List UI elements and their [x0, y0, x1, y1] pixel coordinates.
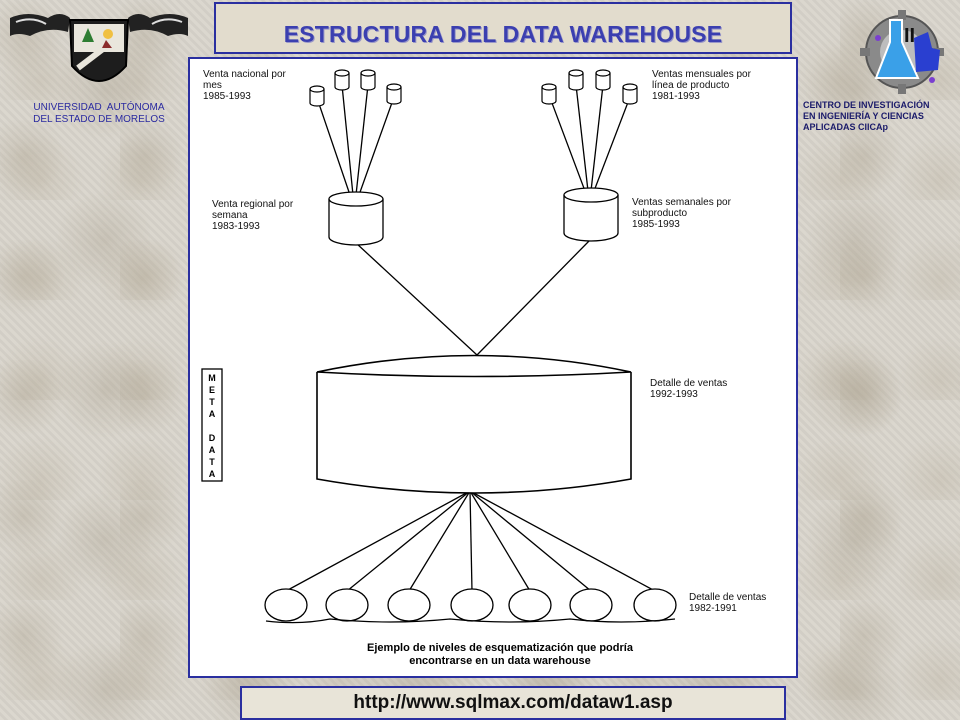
metadata-label: M E T A D A T A — [208, 373, 216, 479]
source-url-box: http://www.sqlmax.com/dataw1.asp — [240, 686, 786, 720]
bottom-circle-group — [264, 588, 677, 622]
label-ventas-mensuales: Ventas mensuales por línea de producto 1… — [652, 69, 752, 102]
label-line: semana — [212, 210, 248, 221]
diagram-caption: Ejemplo de niveles de esquematización qu… — [367, 642, 634, 667]
source-url[interactable]: http://www.sqlmax.com/dataw1.asp — [353, 692, 673, 713]
detail-cylinder — [316, 354, 632, 494]
semanal-cylinder — [563, 187, 619, 242]
small-cylinder-group-left — [309, 69, 402, 107]
uaem-caption-line-1: UNIVERSIDAD AUTÓNOMA — [33, 102, 165, 113]
page-title: ESTRUCTURA DEL DATA WAREHOUSE — [283, 21, 723, 47]
ciicap-caption-line-3: APLICADAS CIICAp — [803, 122, 888, 132]
label-detalle-1992: Detalle de ventas 1992-1993 — [650, 378, 727, 400]
label-venta-nacional: Venta nacional por mes 1985-1993 — [203, 69, 287, 102]
regional-cylinder — [328, 191, 384, 246]
ciicap-caption-line-1: CENTRO DE INVESTIGACIÓN — [803, 100, 930, 110]
label-line: Ventas mensuales por — [652, 69, 752, 80]
label-line: 1983-1993 — [212, 221, 260, 232]
label-line: Detalle de ventas — [650, 378, 727, 389]
uaem-logo — [8, 6, 190, 98]
caption-line: encontrarse en un data warehouse — [409, 655, 591, 667]
data-warehouse-diagram: M E T A D A T A Venta nacional por mes 1… — [188, 57, 798, 678]
metadata-letter: A — [209, 469, 216, 479]
title-banner: ESTRUCTURA DEL DATA WAREHOUSE — [214, 2, 792, 54]
label-line: 1982-1991 — [689, 603, 737, 614]
metadata-letter: A — [209, 409, 216, 419]
label-ventas-semanales: Ventas semanales por subproducto 1985-19… — [632, 197, 732, 230]
label-line: 1985-1993 — [632, 219, 680, 230]
label-line: Ventas semanales por — [632, 197, 732, 208]
metadata-letter: T — [209, 397, 215, 407]
label-line: Venta nacional por — [203, 69, 287, 80]
label-line: subproducto — [632, 208, 687, 219]
metadata-letter: E — [209, 385, 215, 395]
metadata-letter: D — [209, 433, 216, 443]
metadata-letter: T — [209, 457, 215, 467]
uaem-caption-line-2: DEL ESTADO DE MORELOS — [33, 114, 165, 125]
label-line: Detalle de ventas — [689, 592, 766, 603]
metadata-box — [201, 368, 223, 482]
label-line: 1981-1993 — [652, 91, 700, 102]
label-line: Venta regional por — [212, 199, 294, 210]
label-line: mes — [203, 80, 222, 91]
label-venta-regional: Venta regional por semana 1983-1993 — [212, 199, 294, 232]
label-line: 1985-1993 — [203, 91, 251, 102]
small-cylinder-group-right — [541, 69, 638, 105]
uaem-caption: UNIVERSIDAD AUTÓNOMA DEL ESTADO DE MOREL… — [8, 102, 190, 126]
metadata-letter: M — [208, 373, 216, 383]
label-line: 1992-1993 — [650, 389, 698, 400]
ciicap-logo: II — [858, 8, 950, 98]
ciicap-caption-line-2: EN INGENIERÍA Y CIENCIAS — [803, 111, 924, 121]
metadata-letter: A — [209, 445, 216, 455]
svg-text:II: II — [904, 25, 915, 47]
ciicap-caption: CENTRO DE INVESTIGACIÓN EN INGENIERÍA Y … — [803, 100, 959, 133]
caption-line: Ejemplo de niveles de esquematización qu… — [367, 642, 634, 654]
label-detalle-1982: Detalle de ventas 1982-1991 — [689, 592, 766, 614]
label-line: línea de producto — [652, 80, 730, 91]
